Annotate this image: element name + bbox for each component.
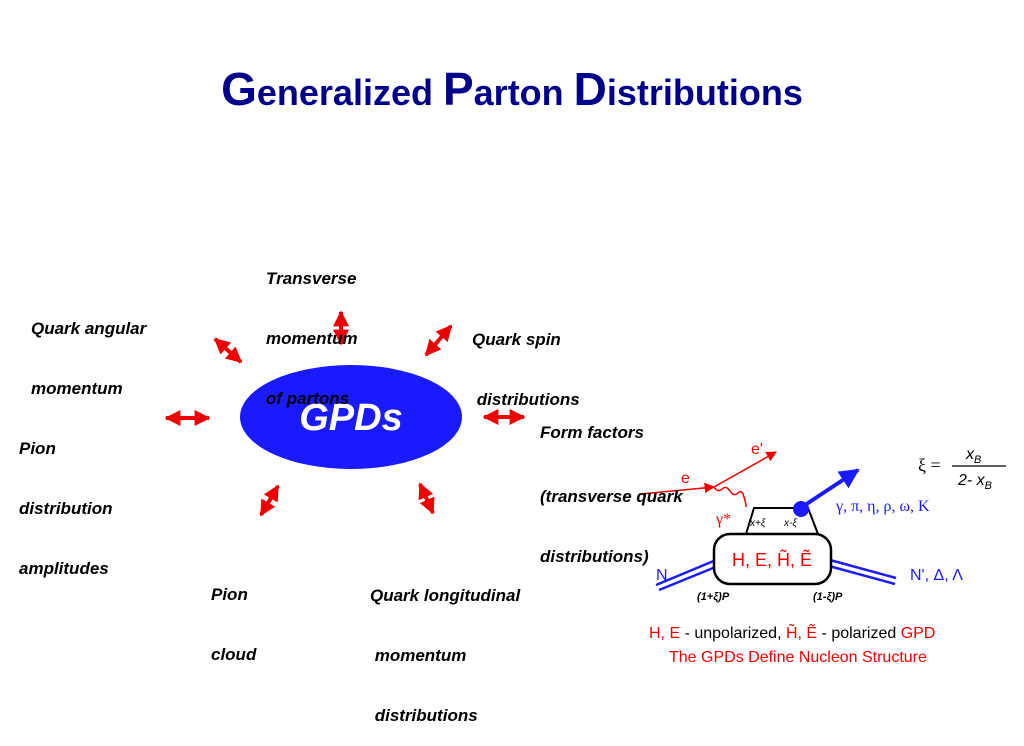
arrow-angular bbox=[213, 337, 243, 364]
incoming-electron-line bbox=[640, 482, 716, 495]
outgoing-electron-line bbox=[713, 451, 777, 488]
topic-transverse-momentum: Transverse momentum of partons bbox=[266, 269, 358, 408]
xi-numerator: xB bbox=[965, 446, 981, 466]
momentum-left-label: (1+ξ)P bbox=[697, 591, 730, 603]
topic-quark-angular-momentum: Quark angular momentum bbox=[31, 319, 147, 398]
virtual-photon-label: γ* bbox=[715, 511, 731, 528]
page-title: Generalized Parton Distributions bbox=[221, 63, 803, 115]
topic-pion-distribution-amplitudes: Pion distribution amplitudes bbox=[19, 439, 113, 578]
mesons-label: γ, π, η, ρ, ω, K bbox=[835, 498, 930, 515]
electron-in-label: e bbox=[681, 470, 690, 487]
electron-out-label: e' bbox=[751, 441, 763, 458]
arrow-longitudinal bbox=[418, 482, 435, 515]
virtual-photon-line bbox=[713, 486, 747, 508]
x-minus-xi-label: x-ξ bbox=[783, 518, 797, 529]
nucleon-in-label: N bbox=[656, 567, 668, 584]
arrow-spin bbox=[424, 324, 453, 357]
topic-quark-longitudinal: Quark longitudinal momentum distribution… bbox=[370, 586, 521, 725]
topic-quark-spin: Quark spin distributions bbox=[472, 330, 580, 409]
gpd-box-label: H, E, H̃, Ẽ bbox=[732, 549, 812, 570]
outgoing-meson-line bbox=[803, 468, 860, 507]
momentum-right-label: (1-ξ)P bbox=[813, 591, 843, 603]
gpds-label: GPDs bbox=[299, 397, 402, 439]
topic-form-factors: Form factors (transverse quark distribut… bbox=[540, 423, 683, 566]
dvcs-handbag-diagram bbox=[640, 451, 1006, 592]
quark-lines bbox=[745, 507, 819, 535]
xi-definition: ξ = bbox=[918, 455, 941, 475]
nucleon-out-label: N', Δ, Λ bbox=[910, 567, 963, 584]
topic-pion-cloud: Pion cloud bbox=[211, 585, 257, 664]
gpd-box bbox=[712, 532, 833, 586]
arrow-pion-cloud bbox=[259, 484, 280, 517]
gpd-diagram: GPDs e e' γ* ξ = xB bbox=[164, 310, 1006, 666]
gpds-ellipse bbox=[240, 365, 462, 469]
xi-denominator: 2- xB bbox=[957, 472, 992, 492]
caption-line-1: H, E - unpolarized, H̃, Ẽ - polarized GP… bbox=[649, 622, 935, 642]
x-plus-xi-label: x+ξ bbox=[749, 518, 766, 529]
caption-line-2: The GPDs Define Nucleon Structure bbox=[669, 649, 927, 666]
